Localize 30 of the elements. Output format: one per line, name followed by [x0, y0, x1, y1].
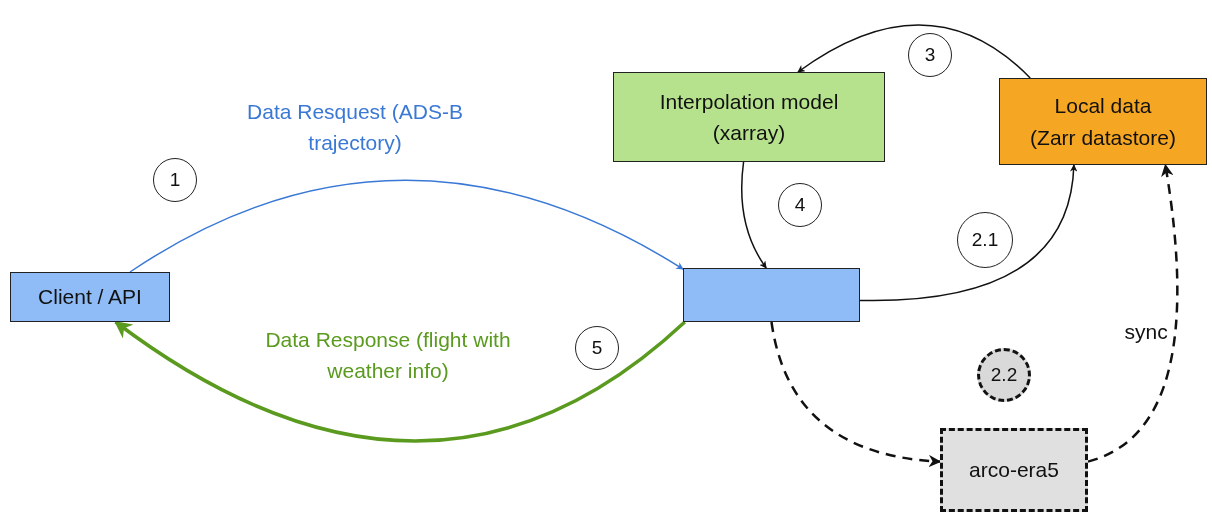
- data-store-box: [999, 78, 1207, 165]
- step-number-circle: [153, 158, 197, 202]
- arrow: [859, 164, 1077, 302]
- node-label: Interpolation model: [659, 88, 839, 115]
- arrow: [741, 161, 767, 269]
- process-box: [10, 272, 170, 322]
- dataset-box: [940, 428, 1088, 512]
- arrow: [797, 24, 1031, 79]
- arrow: [770, 321, 942, 467]
- arrow: [1087, 163, 1179, 463]
- node-label: (xarray): [712, 120, 786, 146]
- process-box: [683, 268, 860, 322]
- step-number: 1: [169, 167, 181, 192]
- step-number-circle: [575, 326, 619, 370]
- node-label: Client / API: [38, 284, 142, 311]
- arrow: [129, 179, 684, 273]
- step-number: 3: [924, 42, 936, 67]
- step-number: 2.2: [990, 362, 1018, 387]
- step-number: 5: [591, 335, 603, 360]
- step-number: 4: [794, 192, 806, 217]
- step-number-circle: [957, 212, 1013, 268]
- arrow: [114, 320, 686, 443]
- step-number: 2.1: [971, 227, 999, 252]
- step-number-circle: [908, 33, 952, 77]
- step-number-circle: [977, 348, 1031, 402]
- step-number-circle: [778, 183, 822, 227]
- model-box: [613, 72, 885, 162]
- node-label: Local data: [1054, 93, 1152, 119]
- node-label: arco-era5: [969, 457, 1059, 484]
- node-label: (Zarr datastore): [1030, 124, 1176, 151]
